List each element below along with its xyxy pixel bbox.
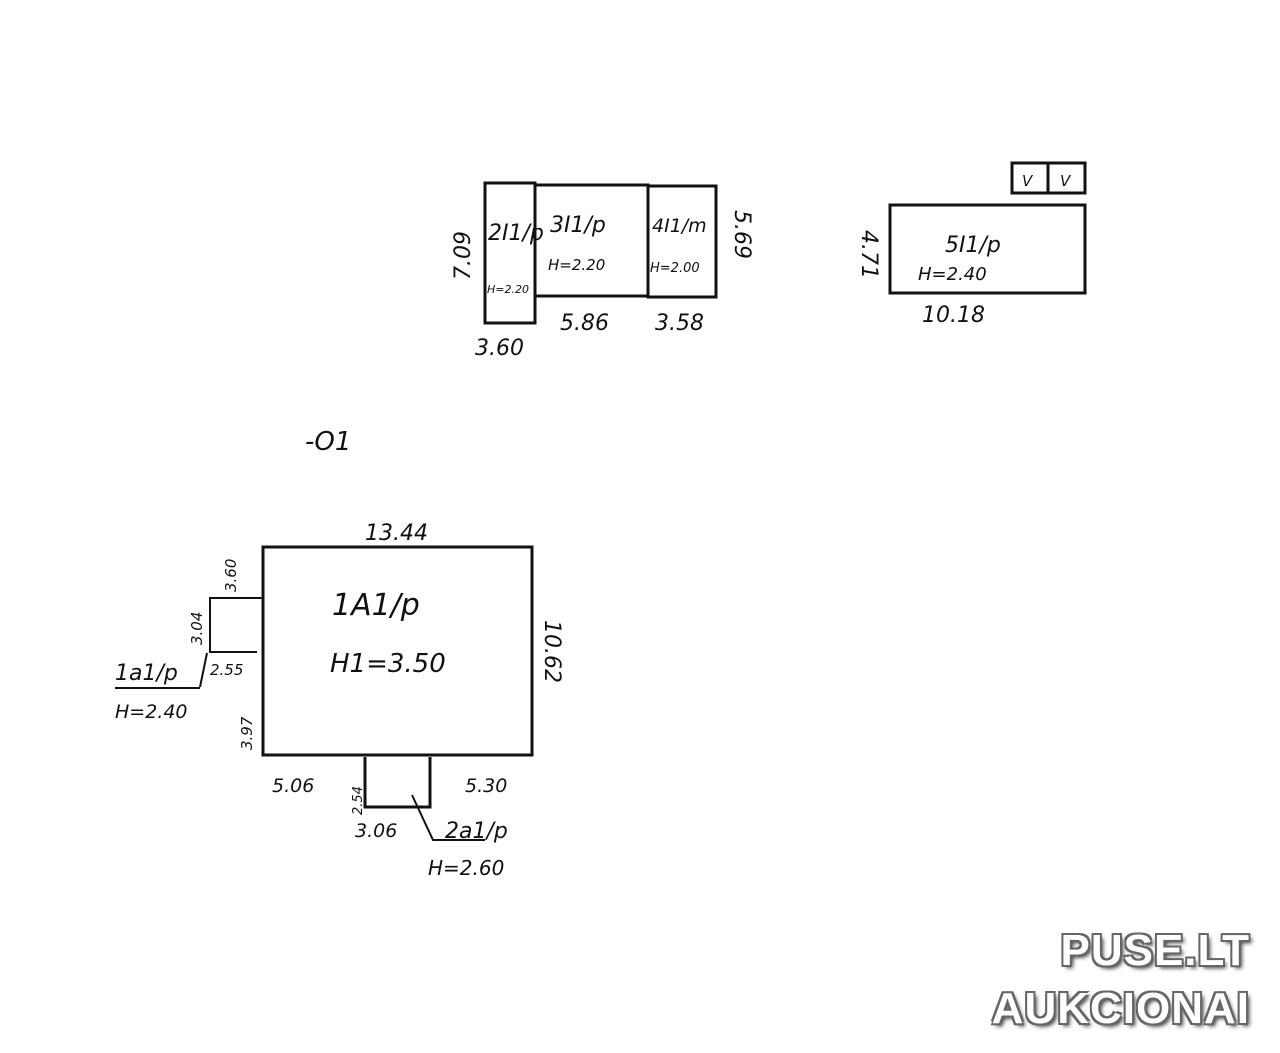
annex-2a-outline <box>363 757 432 809</box>
watermark-line1: PUSE.LT <box>1060 926 1250 975</box>
annex-1a-label: 1a1/p <box>115 661 178 686</box>
room-4-label: 4I1/m <box>652 215 707 237</box>
annex-2a-height: H=2.60 <box>428 856 504 880</box>
vent-box <box>1046 161 1087 195</box>
annex-1a-height: H=2.40 <box>115 701 188 723</box>
room-1A-label: 1A1/p <box>332 588 420 623</box>
dim-2-55: 2.55 <box>210 661 243 679</box>
dim-7-09: 7.09 <box>451 231 476 280</box>
room-2-label: 2I1/p <box>488 221 544 246</box>
dim-13-44: 13.44 <box>365 521 428 546</box>
room-2-outline <box>483 181 537 325</box>
dim-3-06: 3.06 <box>355 820 397 842</box>
dim-10-62: 10.62 <box>539 620 564 683</box>
dim-3-60: 3.60 <box>475 336 524 361</box>
room-3-outline <box>533 183 650 298</box>
room-1A-outline <box>261 545 534 757</box>
dim-3-60: 3.60 <box>222 559 240 592</box>
dim-4-71: 4.71 <box>856 230 881 279</box>
watermark-line2: AUKCIONAI <box>991 984 1250 1033</box>
room-4-height: H=2.00 <box>650 261 700 276</box>
dim-3-58: 3.58 <box>655 311 704 336</box>
orientation-marker: -O1 <box>305 427 351 457</box>
room-5-outline <box>888 203 1087 295</box>
leader-line <box>411 794 485 841</box>
room-5-label: 5I1/p <box>945 233 1001 258</box>
room-2-height: H=2.20 <box>487 283 529 296</box>
annex-1a-outline <box>209 597 263 653</box>
room-3-height: H=2.20 <box>548 256 605 274</box>
dim-5-06: 5.06 <box>272 775 314 797</box>
leader-line <box>199 652 208 688</box>
room-3-label: 3I1/p <box>550 213 606 238</box>
dim-5-69: 5.69 <box>729 210 754 259</box>
vent-label: V <box>1060 172 1072 190</box>
building-top-left: 2I1/p H=2.20 3I1/p H=2.20 4I1/m H=2.00 7… <box>451 181 754 361</box>
dim-2-54: 2.54 <box>351 786 366 815</box>
room-4-outline <box>646 184 718 299</box>
dim-5-30: 5.30 <box>465 775 507 797</box>
building-top-right: V V 5I1/p H=2.40 4.71 10.18 <box>856 161 1087 328</box>
dim-3-04: 3.04 <box>188 612 206 645</box>
dim-5-86: 5.86 <box>560 311 609 336</box>
vent-label: V <box>1022 172 1034 190</box>
dim-3-97: 3.97 <box>238 716 256 750</box>
annex-2a-label: 2a1/p <box>445 819 508 844</box>
room-5-height: H=2.40 <box>918 264 987 285</box>
building-main: 1A1/p H1=3.50 1a1/p H=2.40 2a1/p H=2.60 … <box>115 521 564 880</box>
room-1A-height: H1=3.50 <box>330 649 446 679</box>
dim-10-18: 10.18 <box>922 303 985 328</box>
